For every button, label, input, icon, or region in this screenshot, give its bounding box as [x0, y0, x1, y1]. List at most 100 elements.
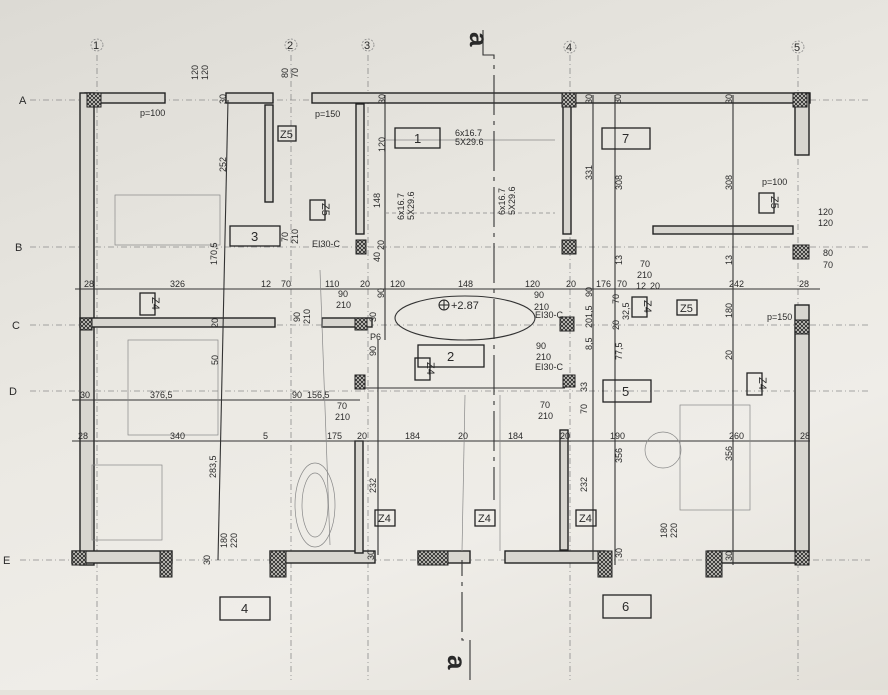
door-width: 70 — [540, 400, 550, 410]
dim-value: 8,5 — [584, 337, 594, 350]
dim-value: 30 — [613, 94, 623, 104]
tag-z4: Z4 — [424, 362, 436, 375]
dim-value: 30 — [377, 94, 387, 104]
dim-value: 70 — [579, 404, 589, 414]
dim-value: 30 — [614, 548, 624, 558]
dim-value: 5 — [263, 431, 268, 441]
dim-value: 356 — [614, 448, 624, 463]
dim-value: 148 — [458, 279, 473, 289]
grid-col-4: 4 — [566, 42, 572, 54]
dim-value: 232 — [579, 477, 589, 492]
door-width: 70 — [337, 401, 347, 411]
grid-col-1: 1 — [93, 40, 99, 52]
dim-value: 32,5 — [621, 302, 631, 320]
dim-value: 20 — [376, 240, 386, 250]
dim-value: 156,5 — [307, 390, 330, 400]
stair-label-b: 5X29.6 — [406, 191, 416, 220]
grid-row-c: C — [12, 320, 20, 332]
room-2-label: 2 — [447, 349, 454, 364]
dim-value: 30 — [366, 550, 376, 560]
dim-value: 110 — [325, 279, 339, 289]
dim-value: 120 — [525, 279, 540, 289]
dim-value: 28 — [78, 431, 88, 441]
fire-door-label: EI30-C — [312, 239, 341, 249]
dim-value: 308 — [614, 175, 624, 190]
dim-value: 176 — [596, 279, 611, 289]
parapet-label: p=100 — [762, 177, 787, 187]
door-height: 210 — [538, 411, 553, 421]
grid-column-labels: 1 2 3 4 5 — [90, 38, 805, 54]
p6-label: P6 — [370, 332, 381, 342]
room-3-label: 3 — [251, 229, 258, 244]
dim-value: 90 — [376, 288, 386, 298]
stair-label-a: 6x16.7 — [455, 128, 482, 138]
dim-value: 12 — [636, 281, 646, 291]
door-height: 220 — [229, 533, 239, 548]
dim-value: 30 — [80, 390, 90, 400]
dim-value: 28 — [800, 431, 810, 441]
dimension-row-b: 28 326 12 70 110 20 120 148 120 20 176 7… — [84, 279, 809, 291]
door-height: 210 — [637, 270, 652, 280]
grid-row-b: B — [15, 242, 22, 254]
section-marker-bottom: a — [442, 655, 472, 670]
door-width: 90 — [338, 289, 348, 299]
opening-labels: 120 120 80 70 120 120 80 70 90 210 90 21… — [190, 65, 833, 548]
dim-value: 20 — [566, 279, 576, 289]
dim-value: 190 — [610, 431, 625, 441]
dim-value: 252 — [218, 157, 228, 172]
dim-value: 12 — [261, 279, 271, 289]
dim-value: 20 — [458, 431, 468, 441]
annotations: +2.87 EI30-C EI30-C EI30-C P6 6x16.7 5X2… — [140, 108, 792, 372]
dim-value: 175 — [327, 431, 342, 441]
door-width: 70 — [640, 259, 650, 269]
dim-value: 13 — [724, 255, 734, 265]
dim-value: 77,5 — [614, 342, 624, 360]
door-width: 70 — [280, 232, 290, 242]
dim-value: 148 — [372, 193, 382, 208]
room-labels: 1 2 3 4 5 6 7 — [219, 127, 652, 621]
dim-value: 30 — [724, 551, 734, 561]
fire-door-label: EI30-C — [535, 310, 564, 320]
tag-z4: Z4 — [641, 300, 653, 313]
tag-z5: Z5 — [768, 196, 780, 209]
room-5-label: 5 — [622, 384, 629, 399]
dim-value: 33 — [579, 382, 589, 392]
opening-width: 120 — [190, 65, 200, 80]
dim-value: 28 — [84, 279, 94, 289]
fire-door-label: EI30-C — [535, 362, 564, 372]
grid-row-labels: A B C D E — [3, 95, 27, 567]
dim-value: 326 — [170, 279, 185, 289]
room-1-label: 1 — [414, 131, 421, 146]
tag-z4: Z4 — [579, 513, 592, 525]
dim-value: 20 — [611, 320, 621, 330]
dim-value: 30 — [724, 94, 734, 104]
tag-z4: Z4 — [478, 513, 491, 525]
door-height: 210 — [290, 229, 300, 244]
opening-height: 70 — [290, 68, 300, 78]
tag-z5: Z5 — [680, 303, 693, 315]
dim-value: 180 — [724, 303, 734, 318]
dim-value: 30 — [202, 555, 212, 565]
dim-value: 13 — [614, 255, 624, 265]
door-height: 210 — [335, 412, 350, 422]
dim-value: 28 — [799, 279, 809, 289]
tag-z4: Z4 — [378, 513, 391, 525]
dim-value: 90 — [368, 346, 378, 356]
dim-value: 20 — [724, 350, 734, 360]
tag-z5: Z5 — [280, 129, 293, 141]
dim-value: 308 — [724, 175, 734, 190]
door-height: 210 — [534, 302, 549, 312]
room-7-label: 7 — [622, 131, 629, 146]
dim-value: 30 — [218, 94, 228, 104]
columns — [71, 92, 810, 578]
dim-value: 120 — [377, 137, 387, 152]
door-width: 90 — [534, 290, 544, 300]
dim-value: 184 — [405, 431, 420, 441]
elevation-label: +2.87 — [451, 300, 479, 312]
grid-row-e: E — [3, 555, 10, 567]
door-height: 210 — [302, 309, 312, 324]
door-height: 210 — [536, 352, 551, 362]
dim-value: 376,5 — [150, 390, 173, 400]
walls — [71, 92, 811, 566]
door-height: 220 — [669, 523, 679, 538]
